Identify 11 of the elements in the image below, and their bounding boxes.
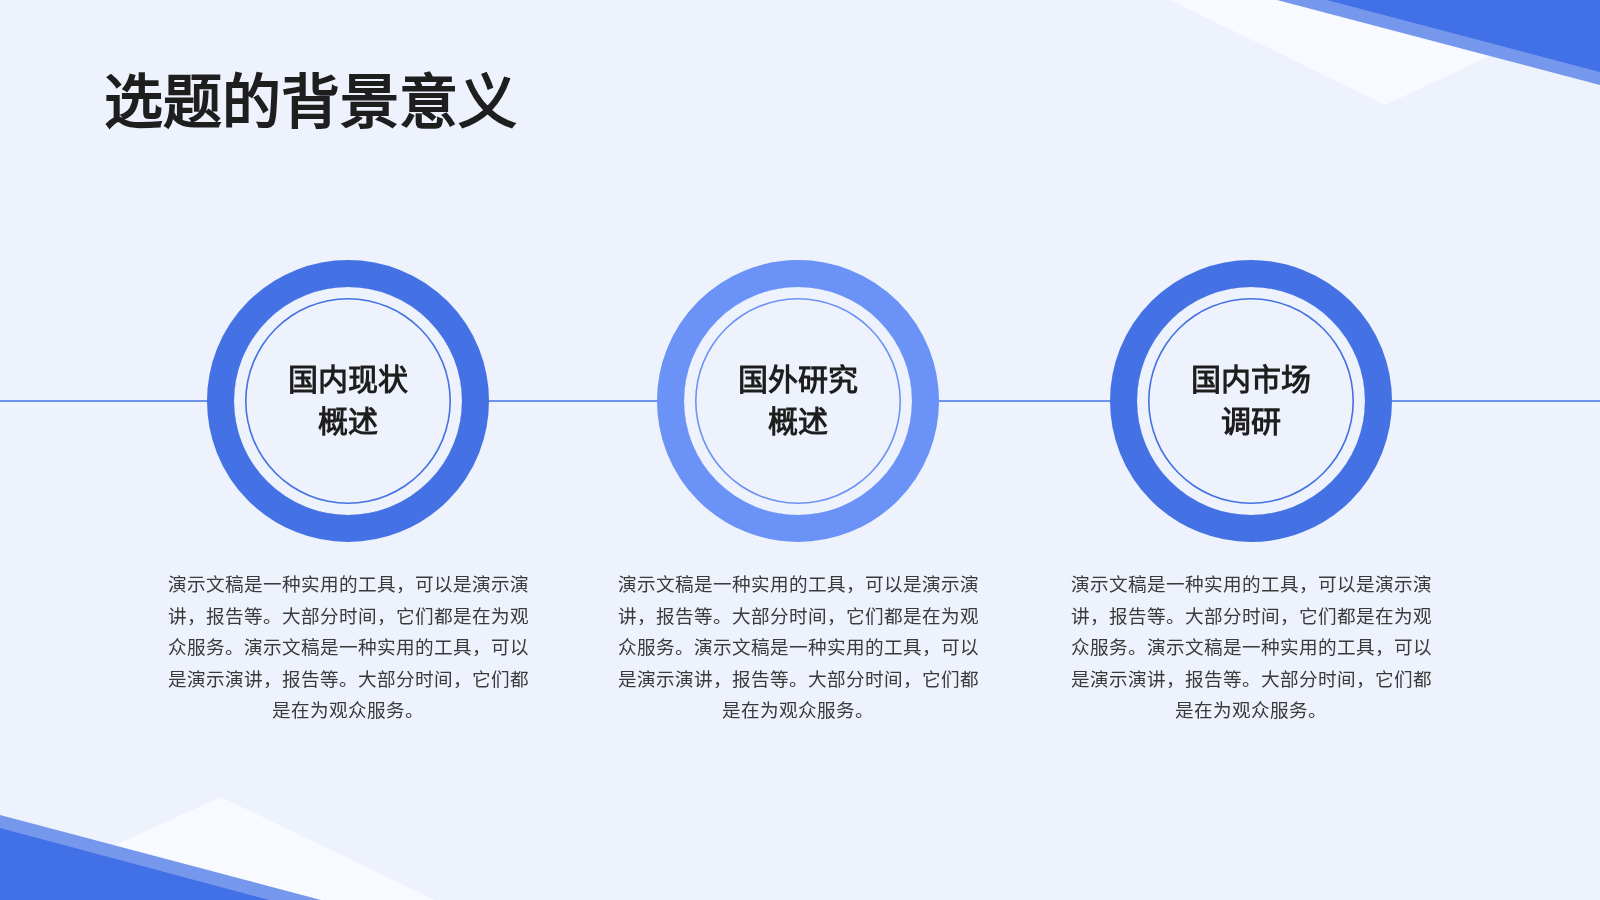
node-label: 国内市场调研 <box>1190 362 1312 440</box>
description-text: 演示文稿是一种实用的工具，可以是演示演讲，报告等。大部分时间，它们都是在为观众服务。演示文稿是一种实用的工具，可以是演示演讲，报告等。大部分时间，它们都是在为观众服务。 <box>1070 573 1432 724</box>
connector-line <box>0 400 208 402</box>
description-text: 演示文稿是一种实用的工具，可以是演示演讲，报告等。大部分时间，它们都是在为观众服务。演示文稿是一种实用的工具，可以是演示演讲，报告等。大部分时间，它们都是在为观众服务。 <box>617 573 979 724</box>
connector-line <box>488 400 658 402</box>
connector-line <box>1391 400 1600 402</box>
node-label: 国外研究概述 <box>737 362 859 440</box>
description-text: 演示文稿是一种实用的工具，可以是演示演讲，报告等。大部分时间，它们都是在为观众服务。演示文稿是一种实用的工具，可以是演示演讲，报告等。大部分时间，它们都是在为观众服务。 <box>167 573 529 724</box>
connector-line <box>938 400 1111 402</box>
node-label: 国内现状概述 <box>287 362 409 440</box>
slide-title: 选题的背景意义 <box>104 69 517 138</box>
